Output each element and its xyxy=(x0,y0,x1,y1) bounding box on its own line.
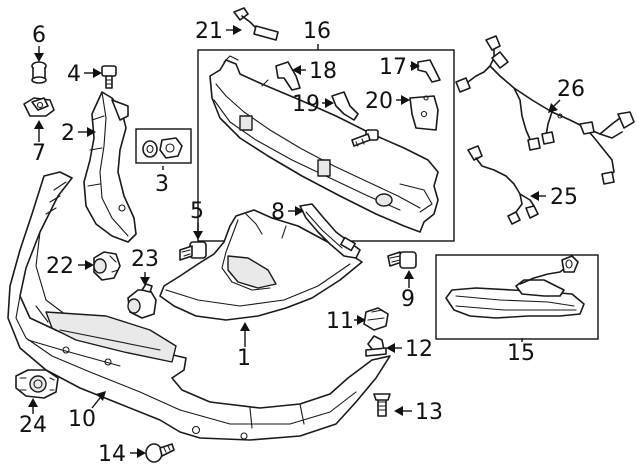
callout-23: 23 xyxy=(131,247,159,272)
callout-8: 8 xyxy=(271,200,285,225)
callout-5: 5 xyxy=(190,199,204,224)
callout-14: 14 xyxy=(98,442,126,467)
bracket-17 xyxy=(417,59,441,83)
bolt-impact-bar xyxy=(351,129,379,147)
leader-lines xyxy=(28,25,561,458)
connector-strap xyxy=(233,7,279,41)
callout-4: 4 xyxy=(67,62,81,87)
bracket-19 xyxy=(331,91,359,121)
bumper-cover-upper xyxy=(159,209,363,321)
callout-3: 3 xyxy=(155,172,169,197)
callout-24: 24 xyxy=(19,413,47,438)
park-sensor-23 xyxy=(127,283,157,319)
callout-12: 12 xyxy=(405,337,433,362)
wiring-harness-26 xyxy=(455,35,635,185)
callout-16: 16 xyxy=(303,19,331,44)
callout-1: 1 xyxy=(237,346,251,371)
callout-25: 25 xyxy=(550,185,578,210)
callout-7: 7 xyxy=(32,141,46,166)
bracket-20 xyxy=(409,95,439,131)
side-bracket xyxy=(83,91,137,243)
park-sensor-22 xyxy=(93,251,121,281)
frame-3 xyxy=(135,128,192,164)
bolt-13 xyxy=(373,393,391,417)
callout-17: 17 xyxy=(379,55,407,80)
screw-14 xyxy=(145,443,175,463)
callout-26: 26 xyxy=(557,77,585,102)
push-pin xyxy=(31,61,47,84)
callout-21: 21 xyxy=(195,19,223,44)
lamp-assembly xyxy=(445,255,585,319)
callout-6: 6 xyxy=(32,23,46,48)
bolt-5 xyxy=(179,241,207,261)
callout-9: 9 xyxy=(401,287,415,312)
callout-19: 19 xyxy=(292,92,320,117)
callout-10: 10 xyxy=(68,407,96,432)
bolt-9 xyxy=(387,251,417,269)
callout-22: 22 xyxy=(46,254,74,279)
bumper-cover-lower xyxy=(7,171,391,441)
clip-11 xyxy=(363,307,389,331)
bolt-4 xyxy=(101,65,117,89)
push-clip xyxy=(365,335,387,357)
retainer-clip xyxy=(23,97,55,117)
callout-11: 11 xyxy=(326,309,354,334)
guide-bracket xyxy=(299,203,361,259)
wiring-harness-25 xyxy=(467,145,539,225)
frame-15 xyxy=(435,254,599,340)
callout-20: 20 xyxy=(365,89,393,114)
callout-13: 13 xyxy=(415,400,443,425)
callout-2: 2 xyxy=(61,121,75,146)
callout-15: 15 xyxy=(507,341,535,366)
clip-pair xyxy=(142,137,183,159)
sensor-bracket xyxy=(15,369,59,399)
impact-bar xyxy=(209,55,439,233)
bracket-18 xyxy=(275,61,301,91)
callout-18: 18 xyxy=(309,59,337,84)
